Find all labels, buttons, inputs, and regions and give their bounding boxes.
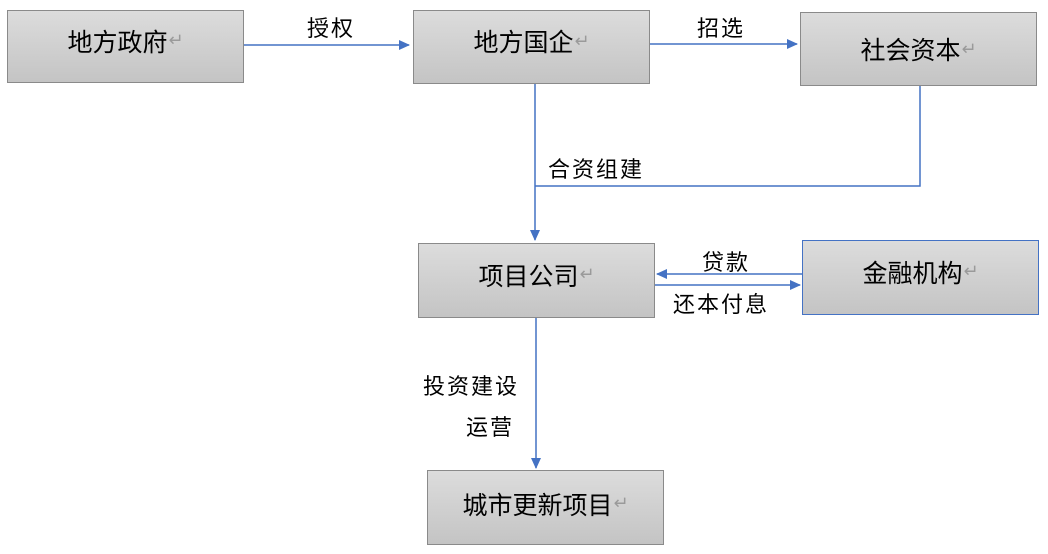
edge-label-authorize: 授权 [307,17,356,42]
return-mark-icon: ↵ [579,264,595,285]
node-financial-institution: 金融机构↵ [802,240,1039,315]
edge-label-loan: 贷款 [702,251,751,276]
node-local-government: 地方政府↵ [7,10,244,83]
return-mark-icon: ↵ [961,38,977,60]
node-local-soe: 地方国企↵ [413,10,650,84]
return-mark-icon: ↵ [574,30,590,52]
edge-label-select: 招选 [697,17,746,42]
return-mark-icon: ↵ [963,261,979,282]
node-project-company: 项目公司↵ [418,243,655,318]
node-label: 地方国企 [473,28,574,57]
edge-label-invest-line1: 投资建设 [423,375,520,400]
return-mark-icon: ↵ [613,493,629,514]
node-urban-renewal-project: 城市更新项目↵ [427,470,664,545]
node-social-capital: 社会资本↵ [800,12,1037,86]
node-label: 社会资本 [860,36,961,65]
return-mark-icon: ↵ [168,30,184,51]
node-label: 城市更新项目 [462,490,613,520]
edge-label-joint-venture: 合资组建 [548,158,645,183]
edge-label-invest-line2: 运营 [466,416,515,441]
node-label: 地方政府 [67,27,168,57]
node-label: 金融机构 [862,258,963,288]
edge-label-repay: 还本付息 [673,293,770,318]
node-label: 项目公司 [478,261,579,291]
line-social-to-joint [535,86,921,187]
